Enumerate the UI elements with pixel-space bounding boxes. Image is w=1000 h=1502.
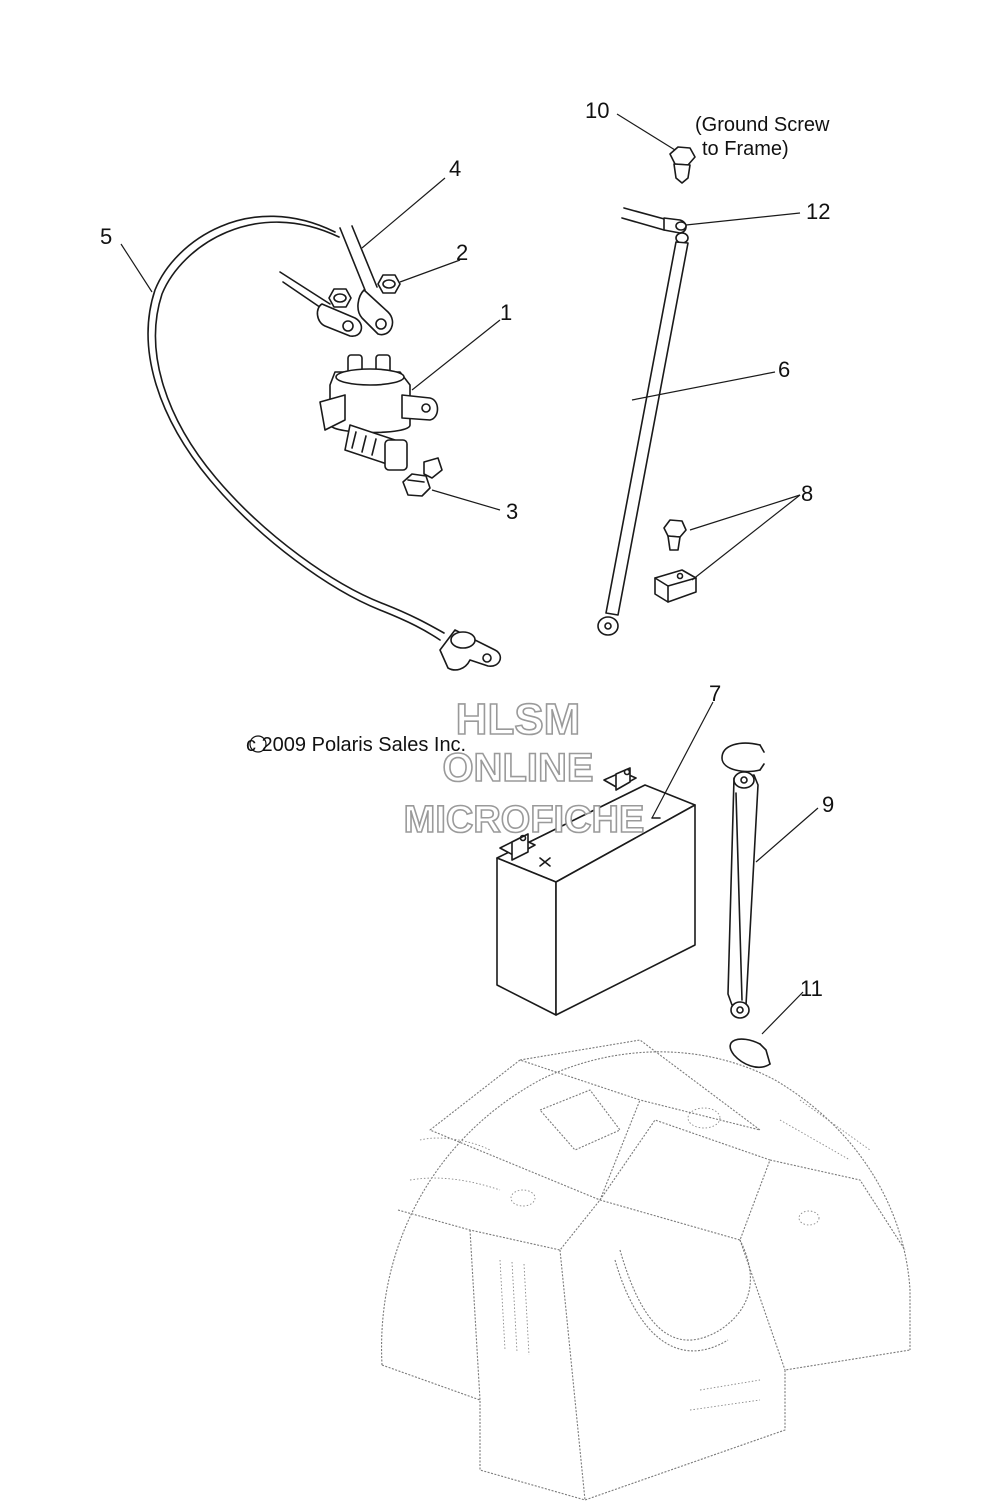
leader-lines: [120, 113, 819, 1035]
callout-4: 4: [449, 156, 461, 181]
battery-strap-part-9: [727, 771, 759, 1019]
bolt-part-3: [402, 457, 443, 497]
callout-6: 6: [778, 357, 790, 382]
ground-terminal-part-12: [621, 207, 687, 234]
battery-cable-part-5: [147, 215, 502, 671]
copyright-text: c 2009 Polaris Sales Inc.: [246, 734, 466, 756]
callout-7: 7: [709, 681, 721, 706]
callout-12: 12: [806, 199, 830, 224]
callout-9: 9: [822, 792, 834, 817]
strap-clip-top: [721, 742, 765, 773]
strap-clip-part-11: [729, 1038, 771, 1069]
cable-part-4: [339, 225, 394, 336]
callout-1: 1: [500, 300, 512, 325]
callout-5: 5: [100, 224, 112, 249]
cable-terminal: [279, 271, 363, 337]
watermark-line-3: MICROFICHE: [404, 799, 645, 841]
callout-3: 3: [506, 499, 518, 524]
battery-part-7: [496, 767, 696, 1016]
note-line-1: (Ground Screw: [695, 114, 830, 136]
nut-part-2: [328, 274, 401, 308]
watermark-line-1: HLSM: [456, 695, 581, 744]
ground-screw-note: (Ground Screw to Frame): [695, 114, 830, 160]
note-line-2: to Frame): [702, 138, 789, 160]
callout-labels: 10 12 4 2 5 1 3 6 8 7 9 11: [100, 98, 834, 1001]
copyright-notice: c 2009 Polaris Sales Inc.: [246, 734, 466, 756]
watermark-line-2: ONLINE: [442, 746, 593, 790]
ground-strap-part-6: [597, 232, 689, 636]
callout-2: 2: [456, 240, 468, 265]
fastener-part-8: [654, 519, 697, 603]
watermark: HLSM ONLINE MICROFICHE: [403, 694, 645, 842]
solenoid-part-1: [319, 354, 439, 471]
ground-screw-part-10: [669, 146, 696, 184]
copyright-circle-icon: [249, 735, 267, 753]
callout-10: 10: [585, 98, 609, 123]
callout-8: 8: [801, 481, 813, 506]
battery-tray-phantom: [380, 1039, 911, 1501]
callout-11: 11: [800, 976, 823, 1001]
